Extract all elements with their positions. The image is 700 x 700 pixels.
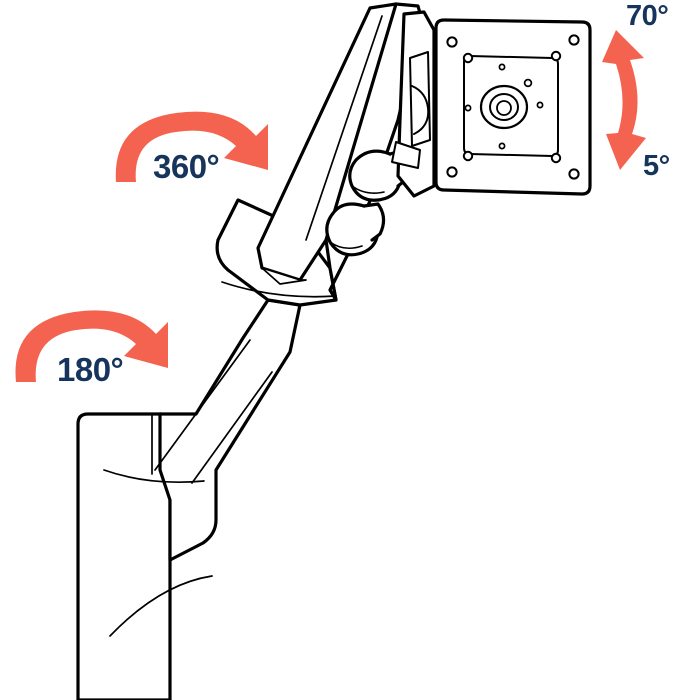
vesa-inner-holes <box>464 63 544 150</box>
tilt-head-inner-plate <box>409 51 431 147</box>
vesa-screw-holes <box>446 34 580 180</box>
rotation-180-label: 180° <box>57 351 124 388</box>
wall-mount-post <box>76 412 172 700</box>
mount-linework <box>76 2 592 700</box>
tilt-head-link <box>391 141 421 169</box>
rotation-360-label: 360° <box>153 148 220 185</box>
tilt-range-arrow <box>602 30 646 170</box>
upper-arm-inner-edge <box>305 15 383 241</box>
knuckle-joint-lower <box>325 202 386 257</box>
lower-arm-edge-line <box>154 339 251 471</box>
rotation-180-arrow <box>15 310 168 382</box>
upper-arm-lower-face <box>261 267 307 285</box>
tilt-down-5-label: 5° <box>643 150 670 182</box>
tilt-head-cam <box>411 85 430 135</box>
tilt-up-70-label: 70° <box>626 0 669 32</box>
mid-joint-seam <box>221 281 337 298</box>
lower-arm-edge-line-2 <box>191 371 273 484</box>
central-tilt-pivot <box>479 84 529 130</box>
lower-arm-crease-lower <box>109 575 213 637</box>
motion-arrows <box>15 30 646 382</box>
rotation-360-arrow <box>115 111 268 182</box>
